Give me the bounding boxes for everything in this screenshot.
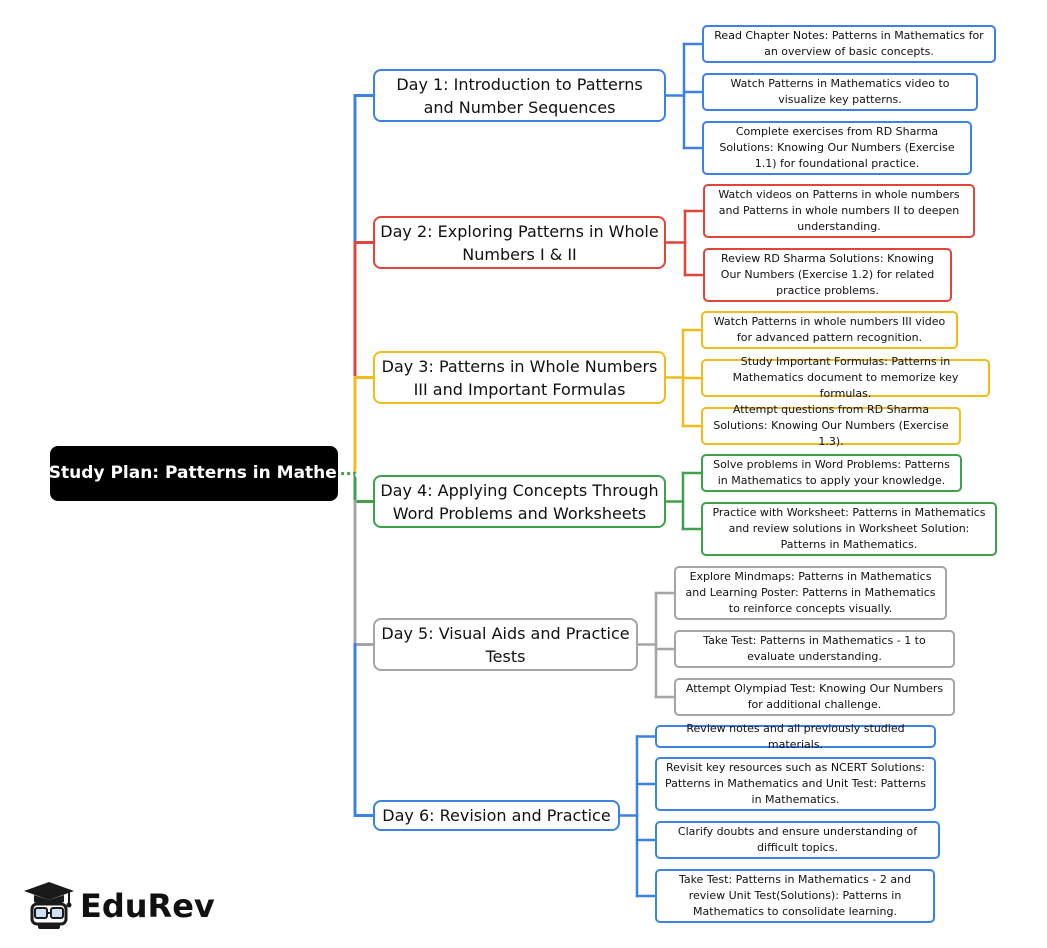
root-topic-label: 6-Day Study Plan: Patterns in Mathematic… xyxy=(0,463,401,483)
day-6-task-2: Revisit key resources such as NCERT Solu… xyxy=(655,757,936,811)
day-2-label: Day 2: Exploring Patterns in Whole Numbe… xyxy=(380,221,659,264)
day-3-task-1: Watch Patterns in whole numbers III vide… xyxy=(701,311,958,349)
day-4-task-2: Practice with Worksheet: Patterns in Mat… xyxy=(701,502,997,556)
day-6-task-4: Take Test: Patterns in Mathematics - 2 a… xyxy=(655,869,935,923)
root-topic: 6-Day Study Plan: Patterns in Mathematic… xyxy=(0,446,400,501)
day-2-task-1: Watch videos on Patterns in whole number… xyxy=(703,184,975,238)
day-1-node: Day 1: Introduction to Patterns and Numb… xyxy=(373,69,666,122)
day-5-task-2: Take Test: Patterns in Mathematics - 1 t… xyxy=(674,630,955,668)
day-1-task-3: Complete exercises from RD Sharma Soluti… xyxy=(702,121,972,175)
day-3-label: Day 3: Patterns in Whole Numbers III and… xyxy=(381,356,658,399)
day-4-label: Day 4: Applying Concepts Through Word Pr… xyxy=(380,480,659,523)
day-1-task-1: Read Chapter Notes: Patterns in Mathemat… xyxy=(702,25,996,63)
day-5-task-3: Attempt Olympiad Test: Knowing Our Numbe… xyxy=(674,678,955,716)
day-2-task-2: Review RD Sharma Solutions: Knowing Our … xyxy=(703,248,952,302)
day-5-task-1: Explore Mindmaps: Patterns in Mathematic… xyxy=(674,566,947,620)
day-6-node: Day 6: Revision and Practice xyxy=(373,800,620,831)
day-6-label: Day 6: Revision and Practice xyxy=(382,806,611,825)
edurev-logo: EduRev xyxy=(22,880,215,932)
day-4-task-1: Solve problems in Word Problems: Pattern… xyxy=(701,454,962,492)
graduation-cap-student-icon xyxy=(24,882,74,929)
day-3-task-2: Study Important Formulas: Patterns in Ma… xyxy=(701,355,990,400)
day-5-node: Day 5: Visual Aids and Practice Tests xyxy=(373,618,638,671)
day-3-task-3: Attempt questions from RD Sharma Solutio… xyxy=(701,403,961,448)
day-1-label: Day 1: Introduction to Patterns and Numb… xyxy=(396,74,643,117)
day-6-task-1: Review notes and all previously studied … xyxy=(655,722,936,751)
day-3-node: Day 3: Patterns in Whole Numbers III and… xyxy=(373,351,666,404)
day-2-node: Day 2: Exploring Patterns in Whole Numbe… xyxy=(373,216,666,269)
day-4-node: Day 4: Applying Concepts Through Word Pr… xyxy=(373,475,666,528)
day-1-task-2: Watch Patterns in Mathematics video to v… xyxy=(702,73,978,111)
day-6-task-3: Clarify doubts and ensure understanding … xyxy=(655,821,940,859)
brand-name: EduRev xyxy=(80,887,215,925)
day-5-label: Day 5: Visual Aids and Practice Tests xyxy=(381,623,630,666)
